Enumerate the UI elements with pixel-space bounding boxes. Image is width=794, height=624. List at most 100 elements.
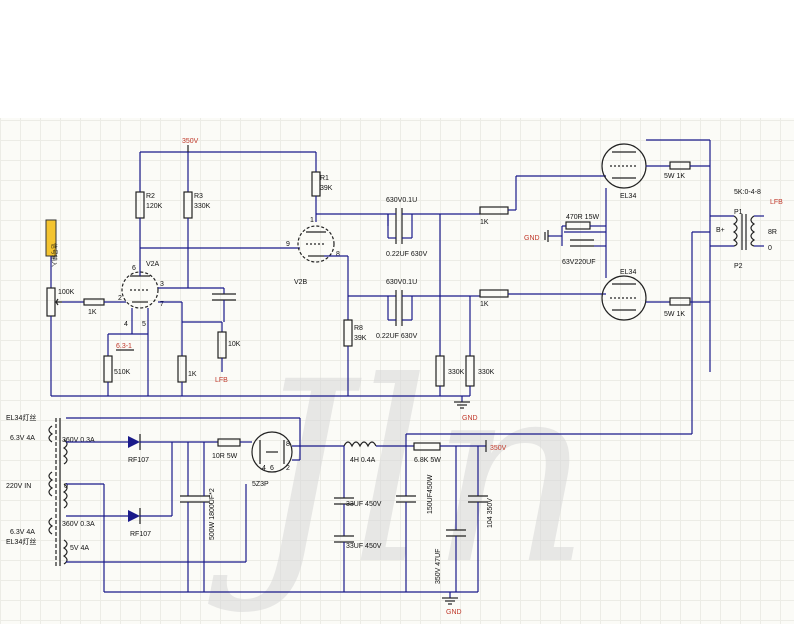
el34-heater-a-label: EL34灯丝 [6, 413, 36, 422]
diode-d1: RF107 [128, 434, 218, 464]
psu-wiring [66, 417, 301, 592]
tube-v2b: 1 9 8 V2B [286, 213, 388, 320]
resistor-r2: R2 120K [135, 152, 163, 262]
r-k2-value: 1K [188, 371, 197, 378]
c-f5-value: 104 350V [487, 498, 494, 528]
rs1-value: 5W 1K [664, 173, 685, 180]
rect-label: 5Z3P [252, 481, 269, 488]
choke: 4H 0.4A [343, 441, 414, 464]
diode-d2: RF107 [128, 442, 173, 538]
input-tag: 信号输入 [45, 219, 58, 288]
r-drop-value: 6.8K 5W [414, 457, 441, 464]
c1b-value: 0.22UF 630V [386, 251, 428, 258]
xfmr-p1: P1 [734, 209, 743, 216]
d2-label: RF107 [130, 531, 151, 538]
r8-ref: R8 [354, 325, 363, 332]
ground-bus: GND [51, 395, 478, 422]
v2a-pin-6: 6 [132, 265, 136, 272]
hv-psu-label: 350V [490, 445, 507, 452]
hv-a-rating: 360V 0.3A [62, 437, 95, 444]
filter-cap-47uf: 350V 47UF [435, 446, 466, 592]
d1-label: RF107 [128, 457, 149, 464]
choke-label: 4H 0.4A [350, 457, 376, 464]
lfb-in-label: LFB [215, 377, 228, 384]
filter-cap-104: 104 350V [468, 446, 494, 592]
resistor-input: 1K [83, 298, 126, 316]
c-f1-value: 33UF 450V [346, 501, 382, 508]
hv-b-rating: 360V 0.3A [62, 521, 95, 528]
watermark: Jln [208, 328, 591, 619]
v2a-pin-4: 4 [124, 321, 128, 328]
v2a-bypass-cap [188, 287, 236, 322]
psu-gnd-label: GND [446, 609, 462, 616]
gnd-label: GND [462, 415, 478, 422]
r-g2-value: 330K [478, 369, 495, 376]
speaker-0: 0 [768, 245, 772, 252]
filter-cap-150uf: 150UF450W [396, 434, 434, 592]
coupling-caps-top: 630V0.1U 0.22UF 630V [386, 197, 440, 258]
r-fb-value: 10K [228, 341, 241, 348]
v2b-pin-8: 8 [336, 251, 340, 258]
el34-bottom-label: EL34 [620, 269, 636, 276]
v2a-pin-2: 2 [118, 295, 122, 302]
c-f3-value: 150UF450W [427, 474, 434, 514]
v2b-pin-1: 1 [310, 217, 314, 224]
c2-value: 630V0.1U [386, 279, 417, 286]
hv-rail-label: 350V [182, 138, 199, 145]
rs2-value: 5W 1K [664, 311, 685, 318]
r3-value: 330K [194, 203, 211, 210]
c-in-value: 500W 1800UF*2 [209, 488, 216, 540]
v2a-pin-3: 3 [160, 281, 164, 288]
resistor-r3: R3 330K [183, 152, 211, 288]
rect-pin-4: 4 [262, 465, 266, 472]
v2b-pin-9: 9 [286, 241, 290, 248]
xfmr-p2: P2 [734, 263, 743, 270]
v2a-pin-7: 7 [160, 301, 164, 308]
c1-value: 630V0.1U [386, 197, 417, 204]
resistor-r8: R8 39K [343, 319, 367, 396]
rect-pin-2: 2 [286, 465, 290, 472]
v2b-name: V2B [294, 279, 308, 286]
v2a-name: V2A [146, 261, 160, 268]
volume-pot: 100K [46, 287, 84, 396]
r8-value: 39K [354, 335, 367, 342]
c-f4-value: 350V 47UF [435, 549, 442, 584]
el34-heater-b-label: EL34灯丝 [6, 537, 36, 546]
output-cathode-bias: 470R 15W 63V220UF GND [524, 188, 607, 278]
r3-ref: R3 [194, 193, 203, 200]
coupling-caps-bottom: 630V0.1U 0.22UF 630V [348, 279, 470, 340]
r-k-value: 510K [114, 369, 131, 376]
c-f2-value: 33UF 450V [346, 543, 382, 550]
ck-value: 63V220UF [562, 259, 595, 266]
v2a-cathode-network: 510K 1K 10K LFB [103, 301, 241, 396]
resistor-sr: 10R 5W [212, 438, 252, 460]
tube-el34-top: EL34 5W 1K [601, 143, 710, 200]
psu-ground: GND [104, 591, 478, 616]
r1-value: 39K [320, 185, 333, 192]
heater-a-rating: 6.3V 4A [10, 435, 35, 442]
grid-resistors: 330K 330K 1K 1K [435, 175, 606, 396]
r1-ref: R1 [320, 175, 329, 182]
zero-tap: 0 [64, 483, 68, 490]
resistor-r1: R1 39K [311, 152, 333, 222]
rk-value: 470R 15W [566, 214, 599, 221]
el34-top-label: EL34 [620, 193, 636, 200]
top-margin [0, 0, 794, 118]
power-transformer: EL34灯丝 6.3V 4A 360V 0.3A 220V IN 0 6.3V … [6, 413, 95, 566]
filter-caps-33uf: 33UF 450V 33UF 450V [334, 446, 382, 592]
pot-value: 100K [58, 289, 75, 296]
mains-label: 220V IN [6, 483, 31, 490]
rect-heater-rating: 5V 4A [70, 545, 89, 552]
heater-b-rating: 6.3V 4A [10, 529, 35, 536]
rect-pin-6: 6 [270, 465, 274, 472]
psu-input-caps: 500W 1800UF*2 [180, 442, 216, 592]
r-s2-value: 1K [480, 301, 489, 308]
v2a-pin-5: 5 [142, 321, 146, 328]
lfb-out-label: LFB [770, 199, 783, 206]
xfmr-ratio: 5K:0-4-8 [734, 189, 761, 196]
rectifier-5z3p: 8 2 4 6 5Z3P [251, 431, 344, 488]
r2-ref: R2 [146, 193, 155, 200]
output-transformer: 5K:0-4-8 P1 P2 B+ LFB 8R 0 [406, 139, 783, 435]
output-gnd-label: GND [524, 235, 540, 242]
